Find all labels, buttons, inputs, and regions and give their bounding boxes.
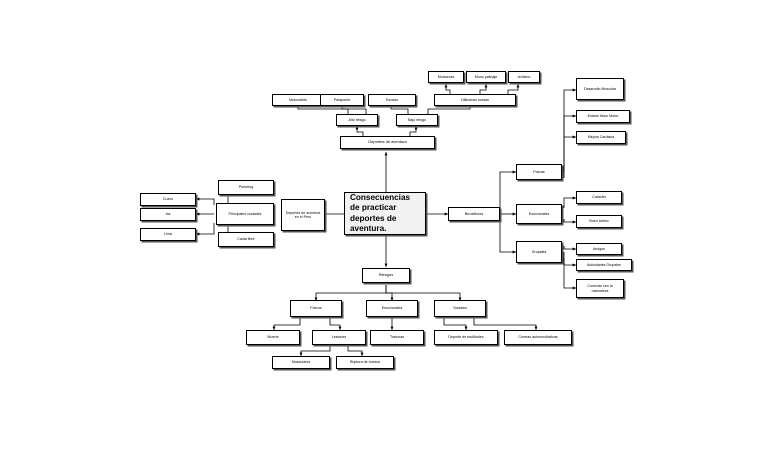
node-alto-riesgo[interactable]: Alto riesgo — [336, 114, 378, 126]
node-buen-animo[interactable]: Buen ánimo — [576, 215, 622, 228]
node-mejora-cardiaca[interactable]: Mejora Cardiaca — [576, 131, 626, 144]
node-muerte[interactable]: Muerte — [246, 330, 300, 345]
node-beneficios-emocionales[interactable]: Emocionales — [516, 204, 562, 224]
node-utilizando-ruedas[interactable]: Utilizando ruedas — [434, 94, 516, 106]
node-ruptura-de-huesos[interactable]: Ruptura de huesos — [336, 356, 394, 369]
node-beneficios[interactable]: Beneficios — [448, 207, 500, 221]
node-lima[interactable]: Lima — [140, 228, 196, 241]
node-actividades-grupales[interactable]: Actividades Grupales — [576, 259, 632, 271]
node-motociclets[interactable]: Motociclets — [272, 94, 324, 106]
node-caracter[interactable]: Carácter — [576, 191, 622, 204]
central-node-consecuencias[interactable]: Consecuencias de practicar deportes de a… — [344, 192, 426, 235]
node-principales-ciudades[interactable]: Principales ciudades — [216, 203, 274, 225]
node-deportes-de-aventura[interactable]: Deportes de aventura — [340, 136, 435, 149]
node-motocross[interactable]: Motocross — [428, 71, 464, 83]
node-riesgos-emocionales[interactable]: Emocionales — [366, 300, 418, 317]
node-bajo-riesgo[interactable]: Bajo riesgo — [396, 114, 438, 126]
node-traumas[interactable]: Traumas — [370, 330, 424, 345]
node-desarrollo-muscular[interactable]: Desarrollo Muscular — [576, 78, 624, 100]
node-puenting[interactable]: Puenting — [218, 180, 274, 195]
node-amigos[interactable]: Amigos — [576, 243, 622, 255]
node-ciclismo[interactable]: ciclismo — [508, 71, 540, 83]
node-beneficios-grupales[interactable]: Grupales — [516, 241, 562, 263]
node-parapente[interactable]: Parapente — [320, 94, 364, 106]
node-riesgos-fisicos[interactable]: Físicos — [290, 300, 342, 317]
node-correas-automovilisticas[interactable]: Correas automovilísticas — [504, 330, 572, 345]
node-caida-libre[interactable]: Caída libre — [218, 232, 274, 247]
node-deportes-aventura-peru[interactable]: Deportes de aventura en el Perú — [281, 199, 325, 231]
node-conectar-naturaleza[interactable]: Conectar con la naturaleza — [576, 279, 624, 298]
node-escalar[interactable]: Escalar — [368, 94, 416, 106]
node-lesiones[interactable]: Lesiones — [312, 330, 366, 345]
node-mono-patinaje[interactable]: Mono patinaje — [466, 71, 506, 83]
node-ica[interactable]: Ica — [140, 208, 196, 221]
node-riesgos-sociales[interactable]: Sociales — [434, 300, 486, 317]
node-cuzco[interactable]: Cuzco — [140, 193, 196, 206]
node-riesgos[interactable]: Riesgos — [362, 268, 410, 283]
node-beneficios-fisicas[interactable]: Físicas — [516, 164, 562, 180]
node-estado-fisico-motor[interactable]: Estado físico Motor — [576, 110, 630, 123]
node-musculares[interactable]: Musculares — [272, 356, 330, 369]
node-deporte-multitudes[interactable]: Deporte de multitudes — [434, 330, 498, 345]
